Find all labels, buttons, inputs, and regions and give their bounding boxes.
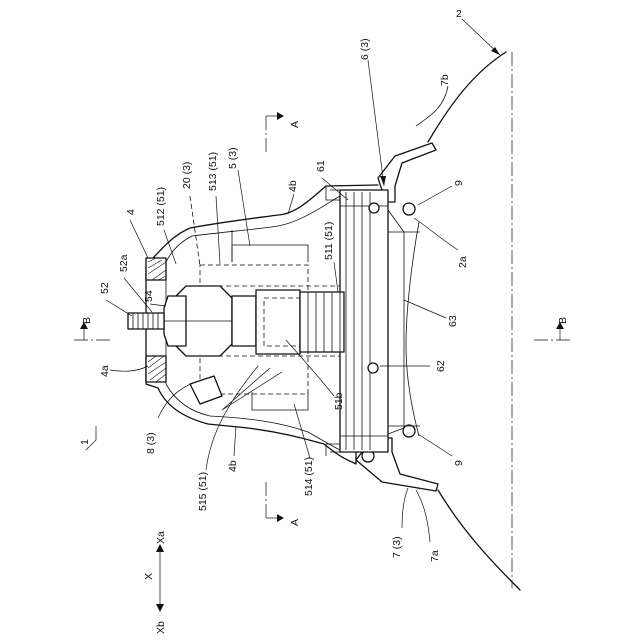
label-61: 61 <box>315 160 327 172</box>
section-arrow-b-left: B <box>74 317 110 340</box>
section-b-left: B <box>81 317 93 324</box>
label-2a: 2a <box>457 256 469 268</box>
label-5: 5 (3) <box>227 147 239 169</box>
section-a-bottom: A <box>289 519 301 526</box>
section-arrow-a-bottom: A <box>266 482 301 526</box>
axis-label-x: X <box>143 573 155 580</box>
section-arrow-b-right: B <box>534 317 570 340</box>
label-54: 54 <box>143 290 155 302</box>
label-9-bottom: 9 <box>453 460 465 466</box>
label-8: 8 (3) <box>145 432 157 454</box>
axis-label-xa: Xa <box>155 531 167 544</box>
label-512: 512 (51) <box>155 187 167 226</box>
label-4b-top: 4b <box>287 180 299 192</box>
label-2: 2 <box>456 8 462 20</box>
section-b-right: B <box>557 317 569 324</box>
section-a-top: A <box>289 121 301 128</box>
label-514: 514 (51) <box>303 457 315 496</box>
label-1: 1 <box>79 439 91 445</box>
sensor-assembly <box>128 230 344 410</box>
label-4: 4 <box>125 209 137 215</box>
label-7: 7 (3) <box>391 536 403 558</box>
label-6: 6 (3) <box>359 38 371 60</box>
label-51b: 51b <box>333 392 345 410</box>
label-62: 62 <box>435 360 447 372</box>
label-63: 63 <box>447 315 459 327</box>
label-9-top: 9 <box>453 180 465 186</box>
label-4a: 4a <box>99 365 111 377</box>
label-52: 52 <box>99 282 111 294</box>
label-513: 513 (51) <box>207 152 219 191</box>
axis-label-xb: Xb <box>155 621 167 634</box>
axis-indicator: Xa X Xb <box>143 531 167 634</box>
label-52a: 52a <box>118 254 130 272</box>
label-511: 511 (51) <box>323 222 335 260</box>
label-20: 20 (3) <box>181 162 193 189</box>
label-4b-bottom: 4b <box>227 460 239 472</box>
section-arrow-a-top: A <box>266 112 301 152</box>
hull-panel <box>406 52 520 590</box>
label-7b: 7b <box>439 74 451 86</box>
label-515: 515 (51) <box>197 472 209 511</box>
label-7a: 7a <box>429 550 441 562</box>
